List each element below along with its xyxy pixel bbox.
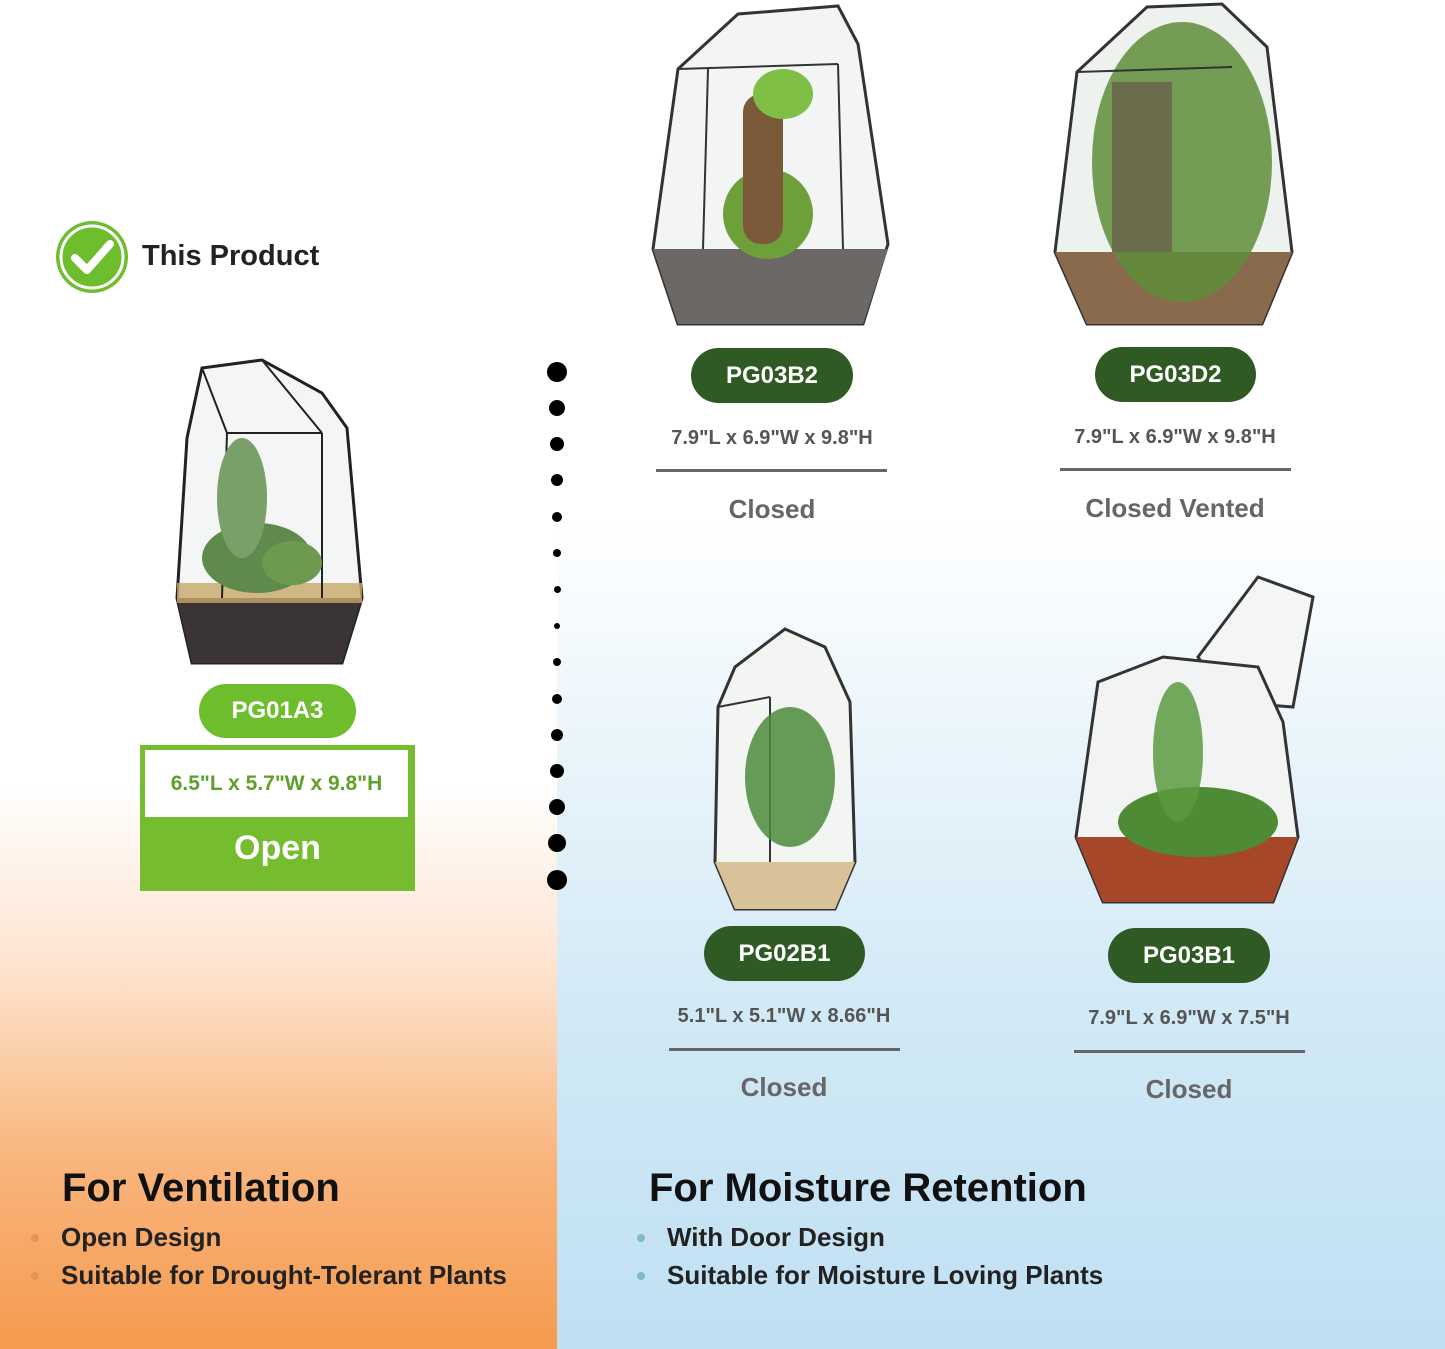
type-label-pg03b2: Closed [728,494,816,524]
moisture-bullet: Suitable for Moisture Loving Plants [667,1260,1104,1290]
type-label-pg02b1: Closed [740,1072,828,1102]
divider-dot [548,834,566,852]
divider-dot [553,549,561,557]
dimensions-pg01a3: 6.5"L x 5.7"W x 9.8"H [170,772,383,795]
dimensions-pg02b1: 5.1"L x 5.1"W x 8.66"H [677,1005,891,1027]
type-label-pg01a3: Open [234,829,321,867]
open-spec-box: 6.5"L x 5.7"W x 9.8"H Open [140,745,415,891]
divider-dot [551,729,563,741]
moisture-bullet: With Door Design [667,1222,885,1252]
terrarium-image-pg03d2 [1053,2,1294,326]
model-badge-pg02b1: PG02B1 [704,926,865,981]
divider-dot [547,362,567,382]
bullet-dot [31,1272,39,1280]
divider-dot [552,512,562,522]
dimensions-pg03b2: 7.9"L x 6.9"W x 9.8"H [671,427,873,449]
terrarium-image-pg03b2 [651,4,890,326]
divider-dot [553,658,561,666]
divider-dot [550,764,564,778]
divider-dot [549,400,565,416]
dimensions-pg03d2: 7.9"L x 6.9"W x 9.8"H [1074,426,1276,448]
open-spec-inner: 6.5"L x 5.7"W x 9.8"H [145,750,408,817]
type-label-pg03d2: Closed Vented [1085,493,1265,523]
divider-dot [549,799,565,815]
ventilation-bullet: Open Design [61,1222,222,1252]
bullet-dot [637,1272,645,1280]
moisture-heading: For Moisture Retention [649,1166,1087,1210]
model-badge-pg03d2: PG03D2 [1095,347,1256,402]
model-badge-pg03b2: PG03B2 [691,348,853,403]
divider-dot [551,474,563,486]
terrarium-image-pg01a3 [175,358,364,665]
ventilation-heading: For Ventilation [62,1166,340,1210]
checkmark-icon [56,221,128,293]
divider-dot [547,870,567,890]
divider-line [1060,468,1291,471]
divider-line [656,469,887,472]
this-product-label: This Product [142,240,320,272]
divider-line [1074,1050,1305,1053]
ventilation-panel-background [0,0,557,1349]
terrarium-image-pg02b1 [713,627,857,911]
dimensions-pg03b1: 7.9"L x 6.9"W x 7.5"H [1088,1007,1290,1029]
ventilation-bullet: Suitable for Drought-Tolerant Plants [61,1260,507,1290]
bullet-dot [31,1234,39,1242]
model-badge-pg03b1: PG03B1 [1108,928,1270,983]
terrarium-image-pg03b1 [1074,575,1315,904]
divider-dot [552,694,562,704]
divider-dot [554,623,560,629]
model-badge-pg01a3: PG01A3 [199,684,356,738]
divider-dot [550,437,564,451]
bullet-dot [637,1234,645,1242]
divider-dot [554,586,561,593]
divider-line [669,1048,900,1051]
type-label-pg03b1: Closed [1145,1074,1233,1104]
